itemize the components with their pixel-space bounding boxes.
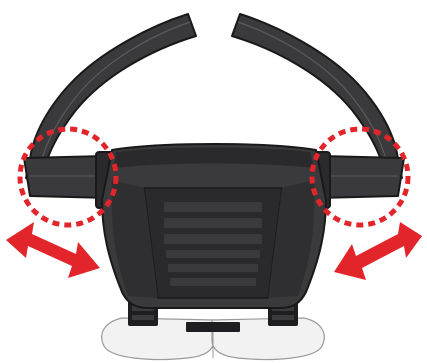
lens-left bbox=[101, 317, 215, 361]
lens-panel bbox=[101, 317, 325, 361]
clip-center bbox=[186, 322, 240, 332]
double-arrow-icon-right bbox=[334, 222, 422, 280]
adjust-highlight-circle-icon-left bbox=[17, 126, 119, 228]
double-arrow-icon-left bbox=[6, 222, 100, 278]
adjust-highlight-circle-icon-right bbox=[309, 126, 411, 228]
lens-right bbox=[211, 317, 325, 361]
housing-grille bbox=[164, 202, 262, 286]
side-strap-left bbox=[23, 155, 111, 199]
central-housing bbox=[101, 143, 327, 309]
